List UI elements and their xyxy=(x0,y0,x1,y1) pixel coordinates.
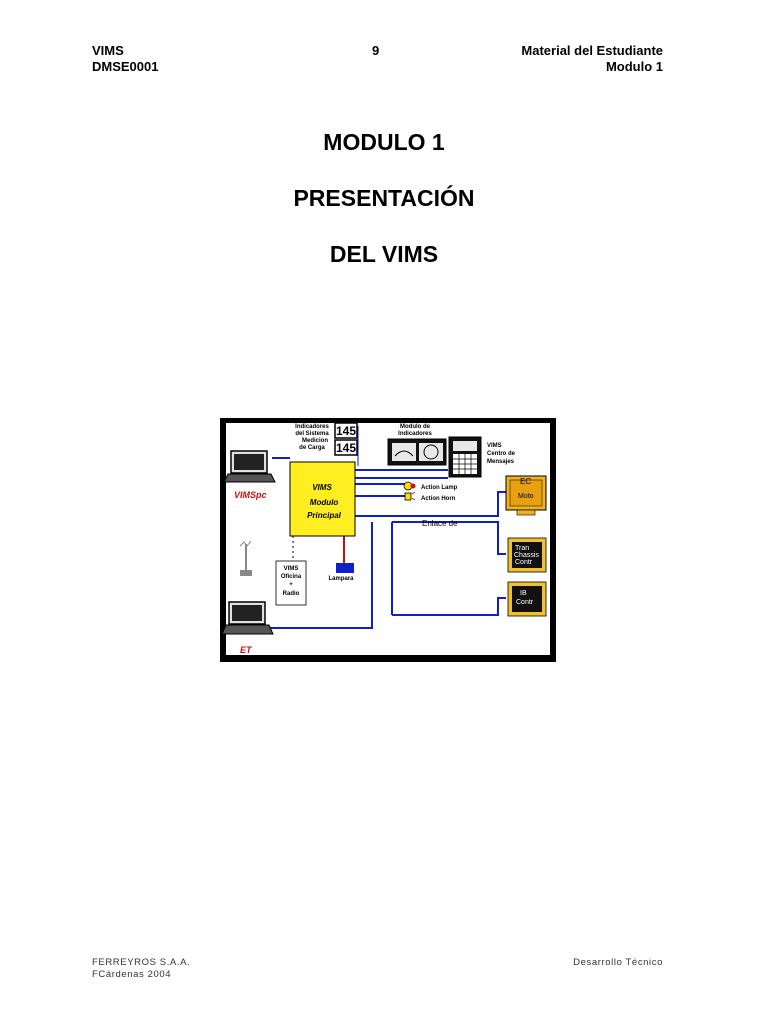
tran-label-3: Contr xyxy=(515,559,533,566)
ib-label-2: Contr xyxy=(516,599,534,606)
vims-oficina-box xyxy=(275,560,307,606)
vimspc-label: VIMSpc xyxy=(234,490,267,500)
indicadores-label-4: de Carga xyxy=(299,445,325,451)
title-line-1: MODULO 1 xyxy=(323,129,445,155)
gauge-display-2 xyxy=(334,439,358,456)
gauge-display-2-value: 145 xyxy=(336,441,356,455)
ib-control-module xyxy=(507,581,547,617)
oficina-label-1: VIMS xyxy=(284,566,299,572)
transmission-module xyxy=(507,537,547,573)
centro-mensajes-label-1: VIMS xyxy=(487,443,502,449)
oficina-label-2: Oficina xyxy=(281,574,302,580)
gauge-display-1 xyxy=(334,422,358,439)
indicadores-label-2: del Sistema xyxy=(295,431,329,437)
laptop-icon-et xyxy=(221,601,274,635)
main-module-label-2: Modulo xyxy=(310,498,339,507)
horn-sound-icon xyxy=(411,491,416,501)
header-material: Material del Estudiante xyxy=(521,43,663,58)
tran-label-2: Chassis xyxy=(514,552,539,559)
laptop-icon-vimspc xyxy=(223,450,276,483)
ec-label-1: EC xyxy=(520,477,531,486)
enlace-label: Enlace de xyxy=(422,519,458,528)
ec-engine-module xyxy=(505,475,547,516)
oficina-label-3: + xyxy=(289,582,293,588)
action-horn-icon xyxy=(404,492,412,501)
centro-mensajes-label-3: Mensajes xyxy=(487,459,515,465)
modulo-indicadores-label-2: Indicadores xyxy=(398,431,432,437)
action-lamp-label: Action Lamp xyxy=(421,485,458,491)
antenna-icon xyxy=(239,540,252,576)
title-line-2: PRESENTACIÓN xyxy=(293,185,475,211)
vims-system-diagram: VIMSpc Indicadores del Sistema Medicion … xyxy=(220,418,556,662)
vims-main-module xyxy=(289,461,356,537)
main-module-label-1: VIMS xyxy=(312,483,332,492)
et-label: ET xyxy=(240,645,253,655)
header-module: Modulo 1 xyxy=(605,59,663,74)
lampara-icon xyxy=(336,563,354,573)
footer-company: FERREYROS S.A.A. xyxy=(92,957,191,968)
footer-department: Desarrollo Técnico xyxy=(573,957,663,968)
data-link-lines xyxy=(268,457,506,629)
header-doc-name: VIMS xyxy=(92,43,124,58)
action-horn-label: Action Horn xyxy=(421,496,456,502)
gauge-display-1-value: 145 xyxy=(336,424,356,438)
message-center-icon xyxy=(448,436,482,478)
ec-label-2: Moto xyxy=(518,493,534,500)
header-page-number: 9 xyxy=(372,43,380,58)
ib-label-1: IB xyxy=(520,590,527,597)
modulo-indicadores-label-1: Modulo de xyxy=(400,424,431,430)
centro-mensajes-label-2: Centro de xyxy=(487,451,516,457)
main-module-label-3: Principal xyxy=(307,511,342,520)
gauge-cluster-icon xyxy=(387,438,447,466)
action-lamp-icon-accent xyxy=(410,483,416,489)
indicadores-label-3: Medicion xyxy=(302,438,328,444)
lampara-label: Lampara xyxy=(328,576,354,582)
tran-label-1: Tran xyxy=(515,545,529,552)
header-doc-code: DMSE0001 xyxy=(92,59,159,74)
indicadores-label-1: Indicadores xyxy=(295,424,329,430)
title-line-3: DEL VIMS xyxy=(329,241,439,267)
footer-author: FCárdenas 2004 xyxy=(92,969,172,980)
oficina-label-4: Radio xyxy=(283,591,300,597)
